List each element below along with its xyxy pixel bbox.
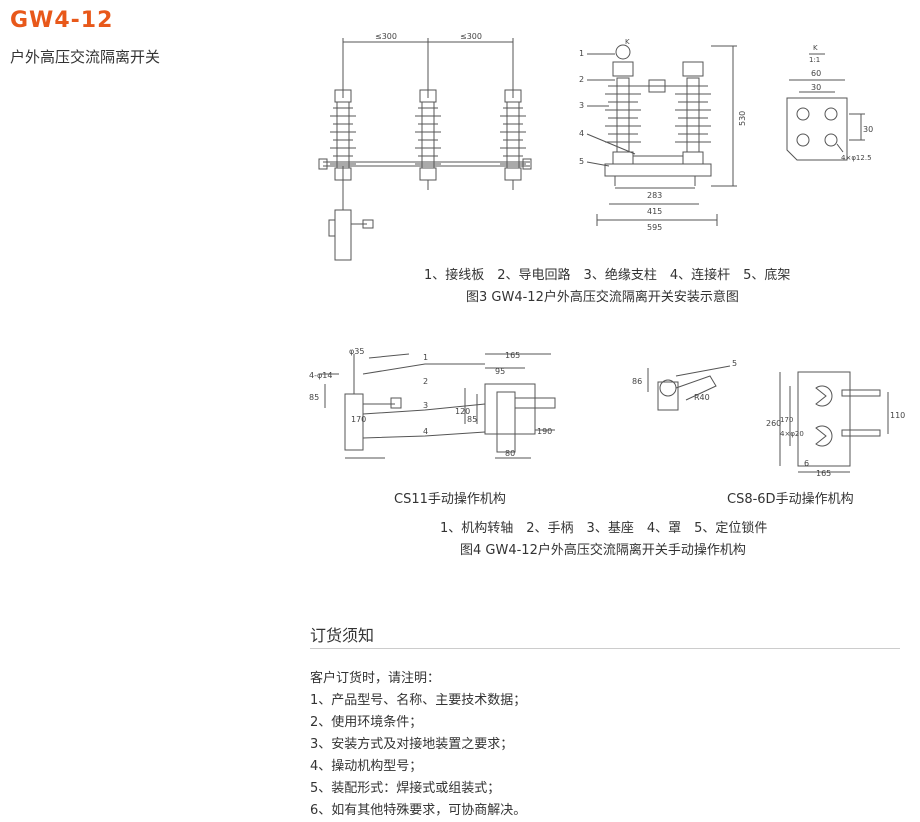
cs11-callout-3: 3 bbox=[423, 401, 428, 410]
cs8-dim-165: 165 bbox=[816, 469, 831, 478]
order-heading: 订货须知 bbox=[310, 626, 375, 645]
fig3-side-k: K bbox=[625, 38, 630, 46]
order-item: 3、安装方式及对接地装置之要求； bbox=[310, 737, 514, 752]
figure3-legend: 1、接线板 2、导电回路 3、绝缘支柱 4、连接杆 5、底架 bbox=[424, 268, 791, 283]
cs11-dim-190: 190 bbox=[537, 427, 552, 436]
cs8-dim-r40: R40 bbox=[694, 393, 710, 402]
fig3-detail-dim-60: 60 bbox=[811, 69, 821, 78]
fig3-side-dim-595: 595 bbox=[647, 223, 662, 232]
cs11-dim-170: 170 bbox=[351, 415, 366, 424]
figure4-cs11: φ35 4-φ14 85 170 165 95 120 85 190 80 1 … bbox=[305, 344, 565, 464]
fig3-callout-2: 2 bbox=[579, 75, 584, 84]
fig3-callout-5: 5 bbox=[579, 157, 584, 166]
cs11-dim-165: 165 bbox=[505, 351, 520, 360]
cs11-dim-80: 80 bbox=[505, 449, 515, 458]
fig3-callout-1: 1 bbox=[579, 49, 584, 58]
cs11-dim-95: 95 bbox=[495, 367, 505, 376]
figure3-front-view: ≤300 ≤300 bbox=[315, 28, 555, 268]
figure3-detail-k: K 1:1 60 30 30 4×φ12.5 bbox=[775, 40, 885, 170]
cs8-dim-86: 86 bbox=[632, 377, 642, 386]
order-item: 1、产品型号、名称、主要技术数据； bbox=[310, 693, 527, 708]
page-title: GW4-12 bbox=[10, 8, 114, 33]
fig3-side-dim-283: 283 bbox=[647, 191, 662, 200]
cs11-dim-85b: 85 bbox=[467, 415, 477, 424]
order-notes: 客户订货时，请注明： 1、产品型号、名称、主要技术数据； 2、使用环境条件； 3… bbox=[310, 668, 526, 822]
fig3-detail-holes: 4×φ12.5 bbox=[841, 154, 872, 162]
cs8-callout-5: 5 bbox=[732, 359, 737, 368]
cs11-callout-1: 1 bbox=[423, 353, 428, 362]
cs8-label: CS8-6D手动操作机构 bbox=[727, 492, 854, 507]
order-item: 5、装配形式：焊接式或组装式； bbox=[310, 781, 501, 796]
fig3-detail-dim-30v: 30 bbox=[863, 125, 873, 134]
cs8-dim-260: 260 bbox=[766, 419, 781, 428]
cs11-dim-85a: 85 bbox=[309, 393, 319, 402]
fig3-callout-4: 4 bbox=[579, 129, 584, 138]
fig3-detail-dim-30h: 30 bbox=[811, 83, 821, 92]
cs8-dim-110: 110 bbox=[890, 411, 905, 420]
fig3-dim-2: ≤300 bbox=[460, 32, 482, 41]
fig3-callout-3: 3 bbox=[579, 101, 584, 110]
page-subtitle: 户外高压交流隔离开关 bbox=[10, 48, 161, 66]
cs11-callout-2: 2 bbox=[423, 377, 428, 386]
cs11-callout-4: 4 bbox=[423, 427, 428, 436]
cs8-dim-holes: 4×φ20 bbox=[780, 430, 804, 438]
figure4-legend: 1、机构转轴 2、手柄 3、基座 4、罩 5、定位锁件 bbox=[440, 521, 768, 536]
cs11-dim-120: 120 bbox=[455, 407, 470, 416]
fig3-detail-scale: 1:1 bbox=[809, 56, 820, 64]
fig3-detail-k-label: K bbox=[813, 44, 818, 52]
figure3-side-view: K 1 2 3 4 5 283 415 595 530 bbox=[575, 36, 755, 236]
cs8-dim-170: 170 bbox=[780, 416, 793, 424]
cs11-dim-holes: 4-φ14 bbox=[309, 371, 332, 380]
fig3-side-dim-415: 415 bbox=[647, 207, 662, 216]
order-item: 6、如有其他特殊要求，可协商解决。 bbox=[310, 803, 527, 818]
order-item: 4、操动机构型号； bbox=[310, 759, 423, 774]
fig3-side-dim-530: 530 bbox=[738, 111, 747, 126]
order-intro: 客户订货时，请注明： bbox=[310, 671, 441, 686]
figure3-caption: 图3 GW4-12户外高压交流隔离开关安装示意图 bbox=[466, 290, 739, 305]
figure4-caption: 图4 GW4-12户外高压交流隔离开关手动操作机构 bbox=[460, 543, 746, 558]
cs8-dim-6: 6 bbox=[804, 459, 809, 468]
order-divider bbox=[310, 648, 900, 649]
cs11-label: CS11手动操作机构 bbox=[394, 492, 506, 507]
cs11-dim-phi35: φ35 bbox=[349, 347, 364, 356]
figure4-cs8-6d: 86 R40 260 170 4×φ20 110 6 165 5 bbox=[630, 352, 905, 478]
fig3-dim-1: ≤300 bbox=[375, 32, 397, 41]
order-item: 2、使用环境条件； bbox=[310, 715, 423, 730]
